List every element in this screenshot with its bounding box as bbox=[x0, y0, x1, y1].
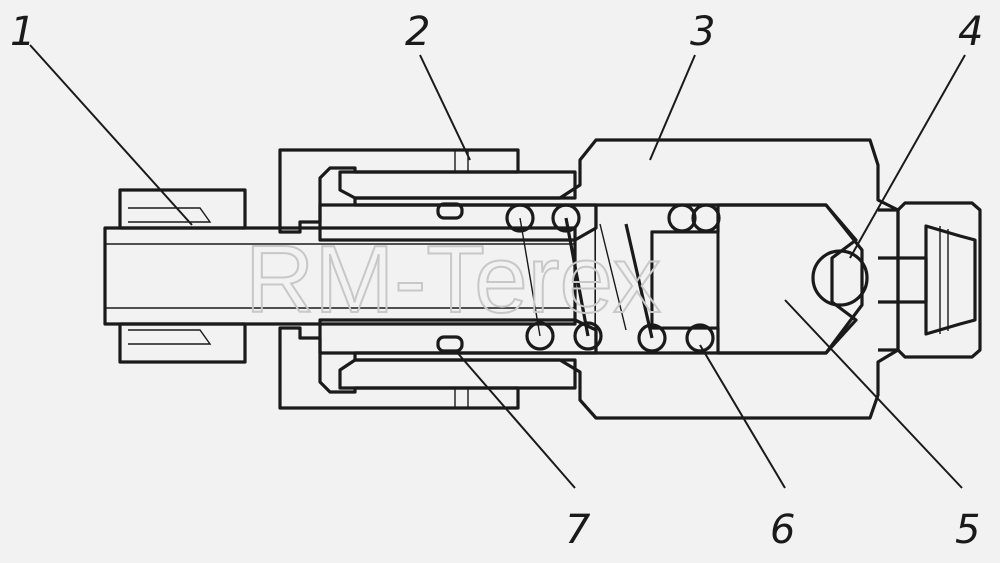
callout-2: 2 bbox=[405, 9, 430, 55]
watermark: RM-Terex bbox=[245, 226, 661, 333]
callout-3: 3 bbox=[690, 9, 715, 55]
callout-5: 5 bbox=[955, 507, 980, 553]
pipe-nut bbox=[118, 188, 247, 364]
callout-labels: 1 2 3 4 5 6 7 bbox=[10, 9, 983, 553]
outlet-fitting bbox=[878, 201, 982, 359]
check-ball bbox=[811, 249, 869, 307]
callout-1: 1 bbox=[10, 9, 35, 55]
plunger bbox=[103, 203, 598, 355]
springs bbox=[505, 203, 721, 353]
leader-lines bbox=[29, 44, 966, 489]
sleeve bbox=[338, 170, 577, 390]
callout-4: 4 bbox=[958, 9, 983, 55]
callout-6: 6 bbox=[770, 507, 795, 553]
o-rings bbox=[436, 202, 464, 353]
union-nut bbox=[278, 148, 520, 410]
callout-7: 7 bbox=[565, 507, 591, 553]
valve-piston bbox=[650, 203, 858, 355]
